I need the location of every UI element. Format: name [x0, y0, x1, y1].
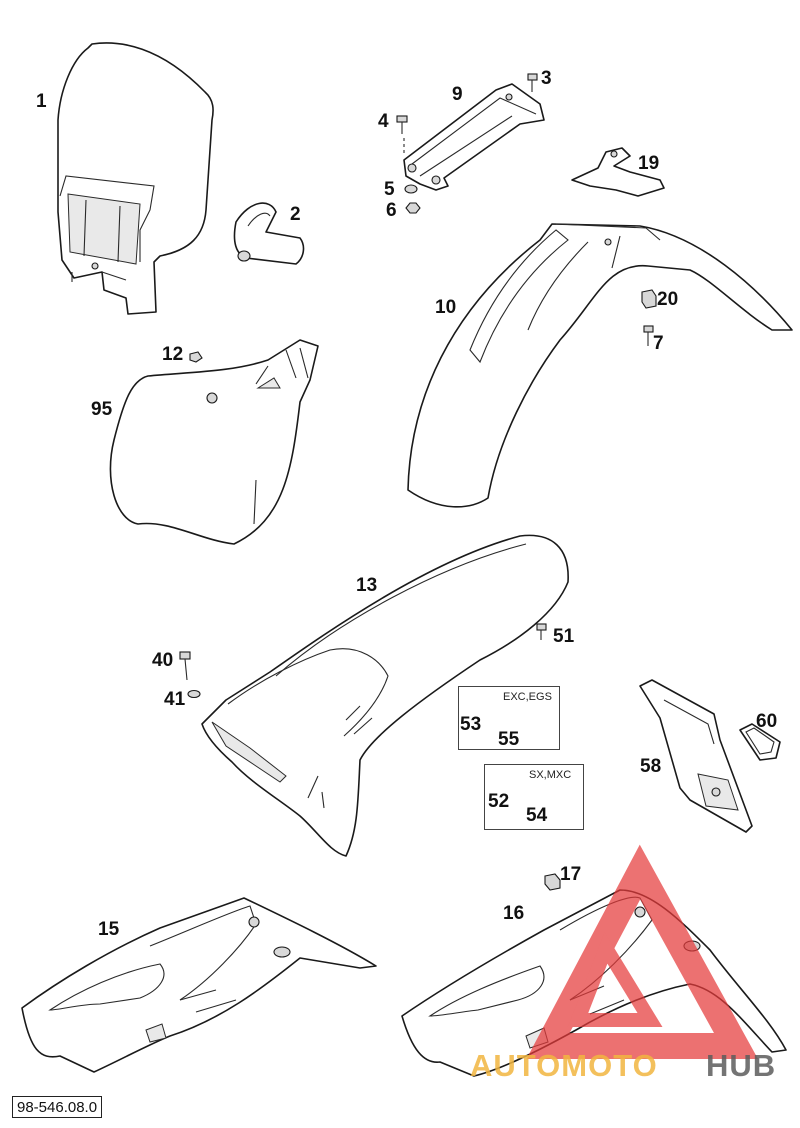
- callout-15: 15: [98, 919, 120, 940]
- callout-1: 1: [36, 91, 47, 112]
- screw-part-12: [189, 351, 203, 363]
- tank-cover-part-15: [21, 897, 377, 1073]
- clamp-part-2: [233, 202, 305, 265]
- variant-tag-sx-mxc: SX,MXC: [529, 769, 572, 781]
- watermark-logo-icon: [526, 844, 759, 1059]
- callout-16: 16: [503, 903, 525, 924]
- number-plate-part-95: [109, 339, 319, 545]
- callout-20: 20: [657, 289, 679, 310]
- holder-hole: [610, 150, 618, 158]
- watermark-text-part1: AUTOMOTO: [470, 1048, 658, 1083]
- callout-41: 41: [164, 689, 186, 710]
- screw-part-3: [527, 73, 538, 92]
- callout-52: 52: [488, 791, 510, 812]
- callout-54: 54: [526, 805, 548, 826]
- nut-part-17: [544, 873, 561, 891]
- callout-40: 40: [152, 650, 174, 671]
- callout-9: 9: [452, 84, 463, 105]
- screw-part-40: [179, 651, 191, 681]
- callout-5: 5: [384, 179, 395, 200]
- callout-2: 2: [290, 204, 301, 225]
- callout-13: 13: [356, 575, 378, 596]
- callout-6: 6: [386, 200, 397, 221]
- callout-19: 19: [638, 153, 660, 174]
- bracket-part-9: [403, 83, 545, 191]
- callout-7: 7: [653, 333, 664, 354]
- callout-4: 4: [378, 111, 389, 132]
- screw-part-51: [536, 623, 547, 640]
- screw-part-4: [396, 115, 408, 156]
- callout-17: 17: [560, 864, 582, 885]
- headlight-mask-part-1: [57, 42, 214, 315]
- callout-12: 12: [162, 344, 184, 365]
- callout-51: 51: [553, 626, 575, 647]
- holder-part-19: [571, 147, 665, 197]
- callout-60: 60: [756, 711, 778, 732]
- callout-53: 53: [460, 714, 482, 735]
- callout-10: 10: [435, 297, 457, 318]
- variant-box-exc-egs: [458, 686, 560, 750]
- gasket-part-60: [739, 723, 781, 761]
- nut-part-20: [641, 289, 657, 309]
- nut-part-6: [405, 202, 421, 214]
- callout-95: 95: [91, 399, 113, 420]
- washer-part-41: [187, 689, 201, 699]
- drawing-code: 98-546.08.0: [12, 1096, 103, 1118]
- screw-part-7: [643, 325, 654, 346]
- washer-part-5: [404, 184, 418, 194]
- variant-box-sx-mxc: [484, 764, 584, 830]
- callout-3: 3: [541, 68, 552, 89]
- variant-tag-exc-egs: EXC,EGS: [503, 691, 552, 703]
- front-fender-part-10: [407, 223, 793, 508]
- rear-fender-part-13: [201, 534, 569, 857]
- callout-55: 55: [498, 729, 520, 750]
- side-cover-part-58: [639, 679, 753, 833]
- callout-58: 58: [640, 756, 662, 777]
- watermark-text-part2: HUB: [706, 1048, 777, 1083]
